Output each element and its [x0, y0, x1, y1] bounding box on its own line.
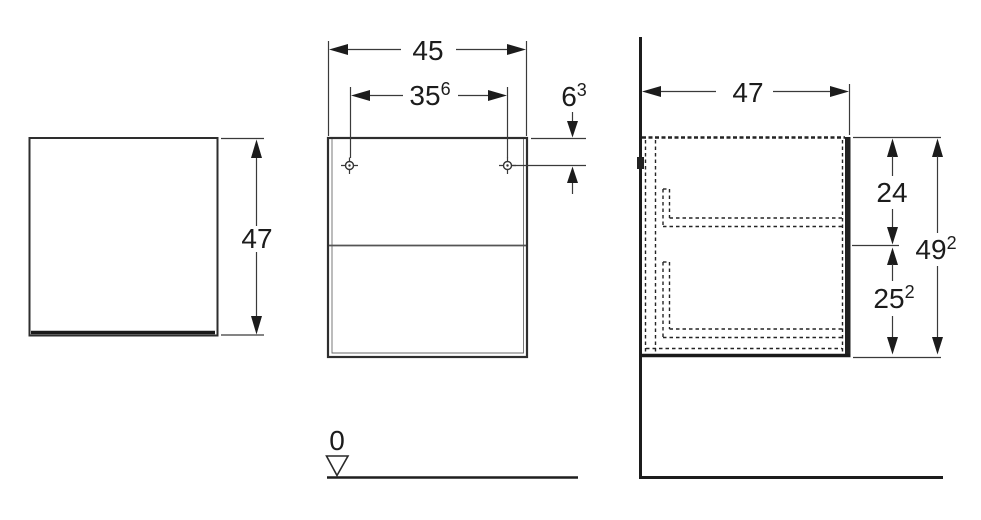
- wall-bracket-mark: [637, 157, 644, 169]
- screw-hole-marker: [499, 157, 516, 174]
- arrowhead-up-icon: [887, 138, 898, 157]
- arrowhead-up-icon: [251, 139, 262, 158]
- datum-marker: 0: [325, 425, 578, 479]
- arrowhead-up-icon: [932, 138, 943, 157]
- arrowhead-down-icon: [887, 337, 898, 355]
- arrowhead-left-icon: [642, 86, 661, 97]
- screw-hole-marker: [341, 157, 358, 174]
- hole-offset-label: 63: [561, 80, 587, 112]
- arrowhead-right-icon: [507, 44, 526, 55]
- lower-section-label: 252: [873, 282, 914, 314]
- hole-offset-dimension: 63: [512, 80, 587, 194]
- arrowhead-down-icon: [251, 316, 262, 335]
- arrowhead-right-icon: [830, 86, 849, 97]
- side-view: 47: [28, 137, 273, 337]
- section-depth-label: 47: [732, 77, 763, 108]
- section-cabinet: [637, 136, 851, 358]
- arrowhead-down-icon: [932, 337, 943, 355]
- hole-spacing-label: 356: [409, 79, 450, 111]
- arrowhead-up-icon: [887, 247, 898, 265]
- arrowhead-left-icon: [351, 90, 370, 101]
- upper-section-label: 24: [876, 177, 907, 208]
- total-height-label: 492: [915, 233, 956, 265]
- hole-center-dot: [506, 164, 509, 167]
- upper-drawer-hidden-profile: [662, 188, 842, 228]
- front-panel: [845, 137, 851, 357]
- datum-triangle-icon: [325, 455, 350, 478]
- side-view-cabinet-outline: [28, 137, 219, 337]
- datum-zero-label: 0: [329, 425, 345, 456]
- arrowhead-left-icon: [329, 44, 348, 55]
- arrowhead-down-icon: [887, 227, 898, 245]
- lower-drawer-hidden-profile: [662, 261, 842, 339]
- arrowhead-up-icon: [567, 166, 578, 183]
- front-view: 45 356 63: [325, 35, 587, 479]
- hole-center-dot: [348, 164, 351, 167]
- front-view-cabinet-outline: [326, 136, 529, 359]
- arrowhead-right-icon: [488, 90, 507, 101]
- section-view: 47: [637, 37, 957, 479]
- arrowhead-down-icon: [567, 121, 578, 138]
- front-width-label: 45: [412, 35, 443, 66]
- side-height-label: 47: [241, 223, 272, 254]
